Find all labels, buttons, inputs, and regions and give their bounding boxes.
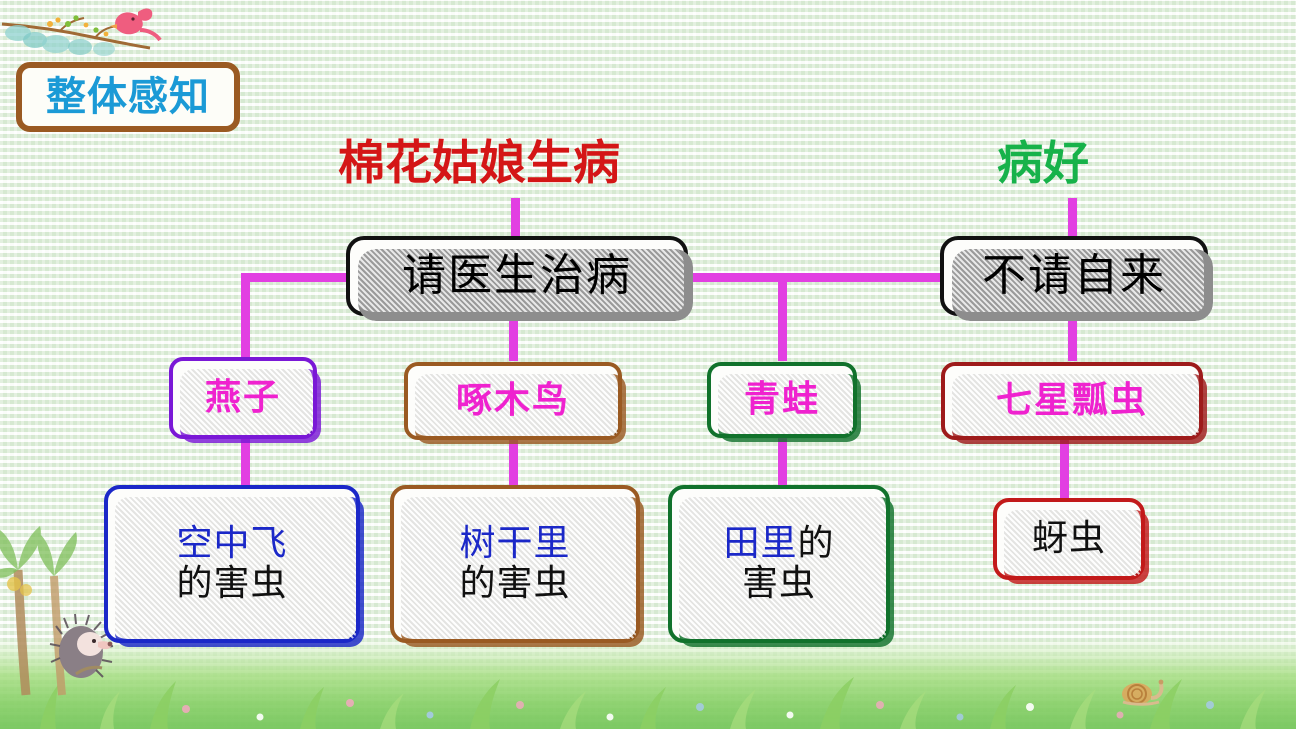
link-frog-to-field-pests [778, 438, 787, 488]
node-swallow-label: 燕子 [204, 376, 281, 418]
link-woodpecker-to-trunk-pests [509, 438, 518, 488]
node-came-uninvited-label: 不请自来 [982, 250, 1166, 302]
heading-cured: 病好 [997, 136, 1089, 190]
node-air-pests-line-2: 的害虫 [176, 563, 288, 604]
node-ask-doctor[interactable]: 请医生治病 [346, 236, 688, 316]
node-aphids-line-1: 蚜虫 [1031, 517, 1106, 559]
link-ask-doctor-to-uninvited [684, 273, 946, 282]
snail-art [1122, 679, 1164, 706]
node-field-pests-line-1: 田里的 [723, 522, 835, 564]
node-swallow[interactable]: 燕子 [169, 357, 321, 443]
link-branch-to-frog [778, 273, 787, 361]
link-sick-to-ask-doctor [511, 198, 520, 238]
watermark-blob [760, 175, 880, 265]
node-ask-doctor-label: 请医生治病 [402, 250, 632, 302]
node-trunk-pests[interactable]: 树干里 的害虫 [390, 485, 644, 647]
link-cured-to-uninvited [1068, 198, 1077, 238]
link-ask-doctor-to-swallow [241, 273, 250, 359]
node-frog-label: 青蛙 [743, 378, 820, 420]
link-ask-doctor-left-horizontal [241, 273, 351, 282]
section-title-badge: 整体感知 [16, 62, 240, 132]
branch-with-bird-art [1, 8, 162, 56]
grass-band-art [0, 637, 1296, 729]
node-trunk-pests-line-1: 树干里 [459, 522, 571, 564]
node-woodpecker[interactable]: 啄木鸟 [404, 362, 626, 444]
node-field-pests[interactable]: 田里的 害虫 [668, 485, 894, 647]
node-air-pests-line-1: 空中飞 [176, 522, 288, 564]
link-ladybug-to-aphids [1060, 438, 1069, 498]
palm-trees-art [0, 526, 77, 696]
node-frog[interactable]: 青蛙 [707, 362, 861, 442]
link-swallow-to-air-pests [241, 438, 250, 488]
node-aphids[interactable]: 蚜虫 [993, 498, 1149, 584]
node-trunk-pests-line-2: 的害虫 [459, 563, 571, 604]
node-field-pests-line-2: 害虫 [741, 563, 816, 604]
node-ladybug-label: 七星瓢虫 [995, 379, 1148, 421]
node-woodpecker-label: 啄木鸟 [455, 379, 570, 421]
grass-tufts-art [40, 677, 1266, 729]
node-came-uninvited[interactable]: 不请自来 [940, 236, 1208, 316]
node-ladybug[interactable]: 七星瓢虫 [941, 362, 1207, 444]
heading-cotton-girl-sick: 棉花姑娘生病 [338, 136, 620, 191]
node-air-pests[interactable]: 空中飞 的害虫 [104, 485, 364, 647]
section-title-text: 整体感知 [46, 74, 210, 120]
